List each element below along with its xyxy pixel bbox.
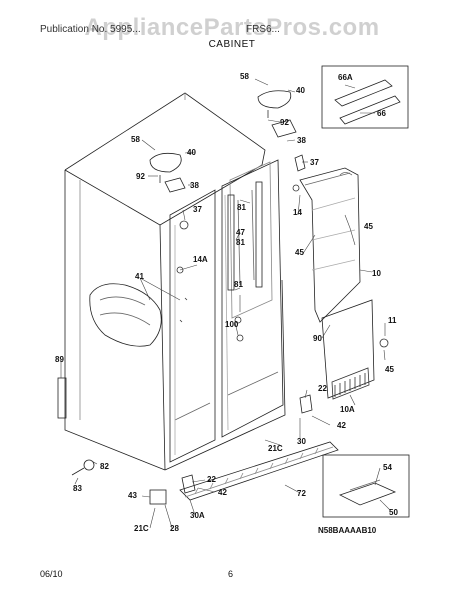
watermark-text: AppliancePartsPros.com — [84, 14, 380, 41]
part-label-82: 82 — [100, 462, 109, 471]
part-label-22-b: 22 — [207, 475, 216, 484]
toe-grille — [179, 441, 339, 501]
part-label-30A: 30A — [190, 511, 205, 520]
part-label-42: 42 — [337, 421, 346, 430]
part-label-37-left: 37 — [193, 205, 202, 214]
diagram-code: N58BAAAAB10 — [318, 526, 377, 535]
part-label-40-left: 40 — [187, 148, 196, 157]
publication-number: Publication No. 5995... — [40, 24, 141, 35]
part-label-66A: 66A — [338, 73, 353, 82]
leader-lines — [60, 78, 391, 529]
part-label-38: 38 — [297, 136, 306, 145]
part-label-41: 41 — [135, 272, 144, 281]
part-label-43: 43 — [128, 491, 137, 500]
part-label-58-left: 58 — [131, 135, 140, 144]
part-label-50: 50 — [389, 508, 398, 517]
part-label-22: 22 — [318, 384, 327, 393]
part-label-81-b: 81 — [236, 238, 245, 247]
part-label-72: 72 — [297, 489, 306, 498]
top-hinge-cover-left — [149, 152, 186, 193]
footer-page-number: 6 — [228, 569, 234, 579]
shelf-rails — [227, 181, 263, 291]
part-label-30: 30 — [297, 437, 306, 446]
part-label-100: 100 — [225, 320, 239, 329]
part-label-92: 92 — [280, 118, 289, 127]
top-hinge-cover-right — [257, 90, 306, 172]
part-label-45-c: 45 — [385, 365, 394, 374]
part-label-14A: 14A — [193, 255, 208, 264]
model-number: FRS6... — [246, 24, 280, 35]
part-label-58: 58 — [240, 72, 249, 81]
light-shield-part — [89, 283, 162, 347]
part-label-40: 40 — [296, 86, 305, 95]
part-label-38-left: 38 — [190, 181, 199, 190]
part-label-11: 11 — [388, 316, 397, 325]
part-label-28: 28 — [170, 524, 179, 533]
part-label-21C: 21C — [268, 444, 283, 453]
part-label-89: 89 — [55, 355, 64, 364]
part-label-21C-b: 21C — [134, 524, 149, 533]
part-label-14: 14 — [293, 208, 302, 217]
part-label-10A: 10A — [340, 405, 355, 414]
part-label-47: 47 — [236, 228, 245, 237]
lower-panel — [321, 299, 375, 400]
part-label-83: 83 — [73, 484, 82, 493]
part-label-90: 90 — [313, 334, 322, 343]
part-label-10: 10 — [372, 269, 381, 278]
part-label-81-c: 81 — [234, 280, 243, 289]
footer-date: 06/10 — [40, 569, 63, 579]
part-label-81: 81 — [237, 203, 246, 212]
inset-hinge-box — [321, 65, 409, 129]
screws — [159, 110, 389, 348]
section-title: CABINET — [208, 39, 256, 50]
part-label-66: 66 — [377, 109, 386, 118]
part-label-45-b: 45 — [295, 248, 304, 257]
evaporator-cover — [299, 167, 361, 323]
part-label-37: 37 — [310, 158, 319, 167]
part-label-42-b: 42 — [218, 488, 227, 497]
part-label-54: 54 — [383, 463, 392, 472]
part-label-92-left: 92 — [136, 172, 145, 181]
bottom-hinge-parts — [57, 377, 313, 505]
part-label-45: 45 — [364, 222, 373, 231]
cabinet-body — [64, 92, 286, 471]
inset-filter-box — [322, 454, 410, 518]
part-labels: 58 40 92 38 37 66A 66 58 40 92 38 37 81 … — [55, 72, 398, 533]
